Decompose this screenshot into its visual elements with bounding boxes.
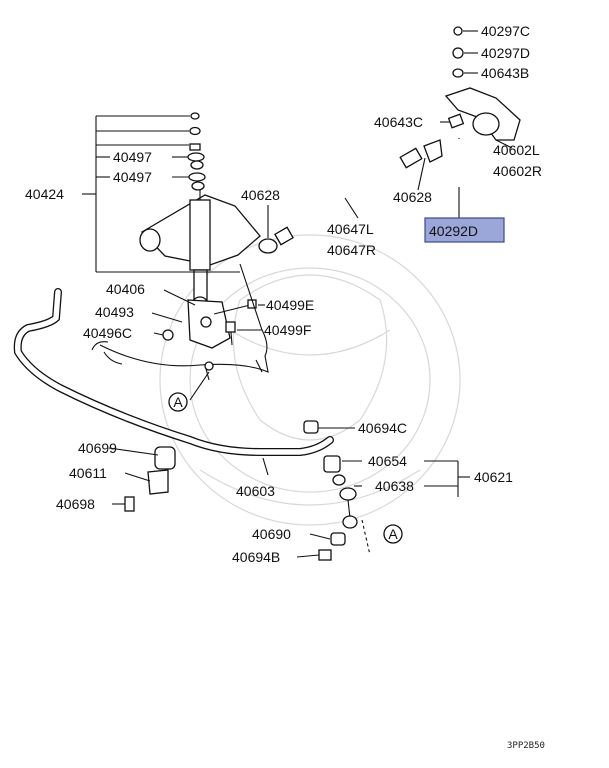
label-40654[interactable]: 40654 (368, 453, 407, 469)
label-40297d[interactable]: 40297D (481, 45, 530, 61)
watermark-emblem (159, 234, 461, 526)
upper-control-arm-assembly (91, 112, 269, 381)
ref-circle-a-lower: A (383, 524, 403, 544)
stabilizer-bar (13, 288, 355, 512)
label-40297c[interactable]: 40297C (481, 23, 530, 39)
label-40694b[interactable]: 40694B (232, 549, 280, 565)
label-40698[interactable]: 40698 (56, 496, 95, 512)
diagram-code: 3PP2B50 (507, 741, 545, 751)
leaders-left (82, 115, 265, 401)
label-40292d[interactable]: 40292D (429, 223, 478, 239)
strut-bar-assembly (258, 139, 443, 254)
ref-circle-a-upper: A (168, 392, 188, 412)
label-40638[interactable]: 40638 (375, 478, 414, 494)
label-40647r[interactable]: 40647R (327, 242, 376, 258)
label-40499f[interactable]: 40499F (264, 322, 311, 338)
label-40497-upper[interactable]: 40497 (113, 149, 152, 165)
label-40643c[interactable]: 40643C (374, 114, 423, 130)
label-40621[interactable]: 40621 (474, 469, 513, 485)
label-40499e[interactable]: 40499E (266, 297, 314, 313)
highlight-box (424, 217, 505, 243)
label-40602l[interactable]: 40602L (493, 142, 540, 158)
label-40628-right[interactable]: 40628 (393, 189, 432, 205)
label-40694c[interactable]: 40694C (358, 420, 407, 436)
label-40424[interactable]: 40424 (25, 186, 64, 202)
ref-a-upper-text: A (173, 394, 183, 410)
label-40690[interactable]: 40690 (252, 526, 291, 542)
label-40628-left[interactable]: 40628 (241, 187, 280, 203)
label-40699[interactable]: 40699 (78, 440, 117, 456)
ref-a-lower-text: A (388, 526, 398, 542)
label-40602r[interactable]: 40602R (493, 163, 542, 179)
label-40497-lower[interactable]: 40497 (113, 169, 152, 185)
upper-right-bracket (440, 26, 521, 218)
label-40647l[interactable]: 40647L (327, 221, 374, 237)
label-40496c[interactable]: 40496C (83, 325, 132, 341)
label-40643b[interactable]: 40643B (481, 65, 529, 81)
label-40493[interactable]: 40493 (95, 304, 134, 320)
stabilizer-link (296, 455, 470, 561)
label-40611[interactable]: 40611 (69, 465, 107, 481)
label-40603[interactable]: 40603 (236, 483, 275, 499)
label-40406[interactable]: 40406 (106, 281, 145, 297)
